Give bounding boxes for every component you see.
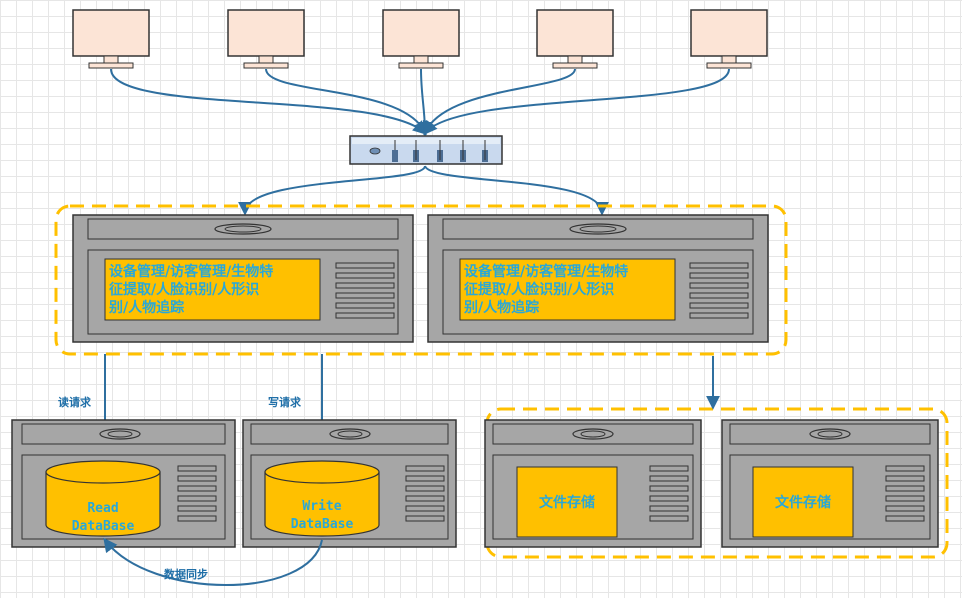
- connector-client-1: [110, 68, 428, 135]
- read-db-server-vents: [177, 465, 217, 522]
- connector-client-4: [422, 68, 576, 136]
- app-server-1-line-2: 征提取/人脸识别/人形识: [109, 281, 259, 298]
- write-db-label-line-2: DataBase: [291, 517, 354, 532]
- client-monitor-1: [72, 9, 150, 69]
- read-database-cylinder: [45, 460, 161, 537]
- file-storage-server-2-vents: [885, 465, 925, 522]
- connector-client-3: [417, 68, 432, 136]
- connector-switch-to-app-1: [238, 165, 426, 216]
- data-sync-arrow: [103, 537, 323, 586]
- data-sync-label: 数据同步: [164, 567, 208, 581]
- write-db-server: Write DataBase: [242, 419, 457, 548]
- app-server-2-line-2: 征提取/人脸识别/人形识: [464, 281, 614, 298]
- file-storage-label-2: 文件存储: [775, 494, 831, 511]
- write-db-server-vents: [405, 465, 445, 522]
- network-switch: [349, 135, 503, 165]
- app-server-2-vents: [689, 262, 749, 319]
- client-monitor-2: [227, 9, 305, 69]
- read-db-label-line-2: DataBase: [72, 519, 135, 534]
- write-db-label-line-1: Write: [302, 499, 341, 514]
- file-storage-server-1: 文件存储: [484, 419, 702, 548]
- read-request-label: 读请求: [58, 395, 92, 409]
- read-db-server: Read DataBase: [11, 419, 236, 548]
- connector-switch-to-app-2: [424, 165, 609, 216]
- file-storage-server-1-vents: [649, 465, 689, 522]
- connector-client-2: [265, 68, 428, 136]
- client-monitor-5: [690, 9, 768, 69]
- client-monitor-3: [382, 9, 460, 69]
- app-server-2: 设备管理/访客管理/生物特 征提取/人脸识别/人形识 别/人物追踪: [427, 214, 769, 343]
- app-server-1-vents: [335, 262, 395, 319]
- file-storage-server-2: 文件存储: [721, 419, 939, 548]
- client-monitor-4: [536, 9, 614, 69]
- app-server-1-line-3: 别/人物追踪: [108, 299, 184, 316]
- app-cluster-boundary: [54, 204, 788, 356]
- app-server-1: 设备管理/访客管理/生物特 征提取/人脸识别/人形识 别/人物追踪: [72, 214, 414, 343]
- connector-client-5: [423, 68, 730, 136]
- file-storage-label-1: 文件存储: [539, 494, 595, 511]
- app-server-2-line-3: 别/人物追踪: [463, 299, 539, 316]
- write-database-cylinder: [264, 460, 380, 537]
- write-request-label: 写请求: [268, 395, 302, 409]
- read-db-label-line-1: Read: [87, 501, 118, 516]
- app-server-2-line-1: 设备管理/访客管理/生物特: [464, 263, 628, 280]
- app-server-1-line-1: 设备管理/访客管理/生物特: [109, 263, 273, 280]
